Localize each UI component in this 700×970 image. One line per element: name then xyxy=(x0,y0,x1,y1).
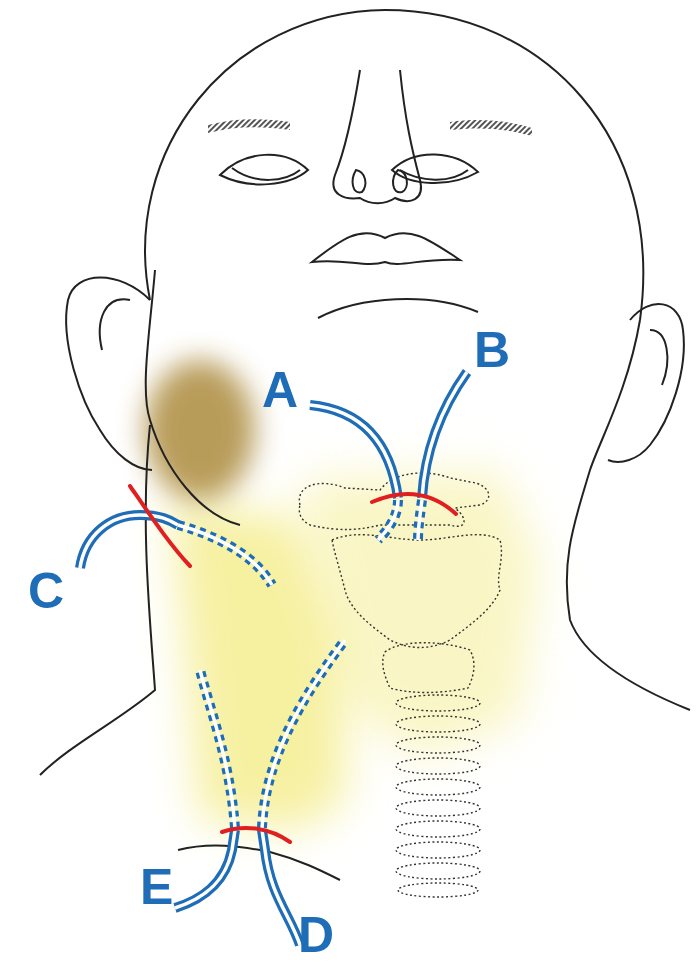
larynx-outline xyxy=(299,473,501,897)
callout-letter: C xyxy=(28,566,64,616)
callout-letter: A xyxy=(262,365,298,415)
incision-line xyxy=(130,486,456,842)
eyebrow xyxy=(208,119,290,133)
shading xyxy=(145,360,540,830)
nerve xyxy=(80,372,467,945)
callout-letter: B xyxy=(474,325,510,375)
callout-letter: E xyxy=(140,862,173,912)
eyebrow xyxy=(450,120,532,136)
head-outline xyxy=(40,10,690,880)
callout-letter: D xyxy=(298,910,334,960)
